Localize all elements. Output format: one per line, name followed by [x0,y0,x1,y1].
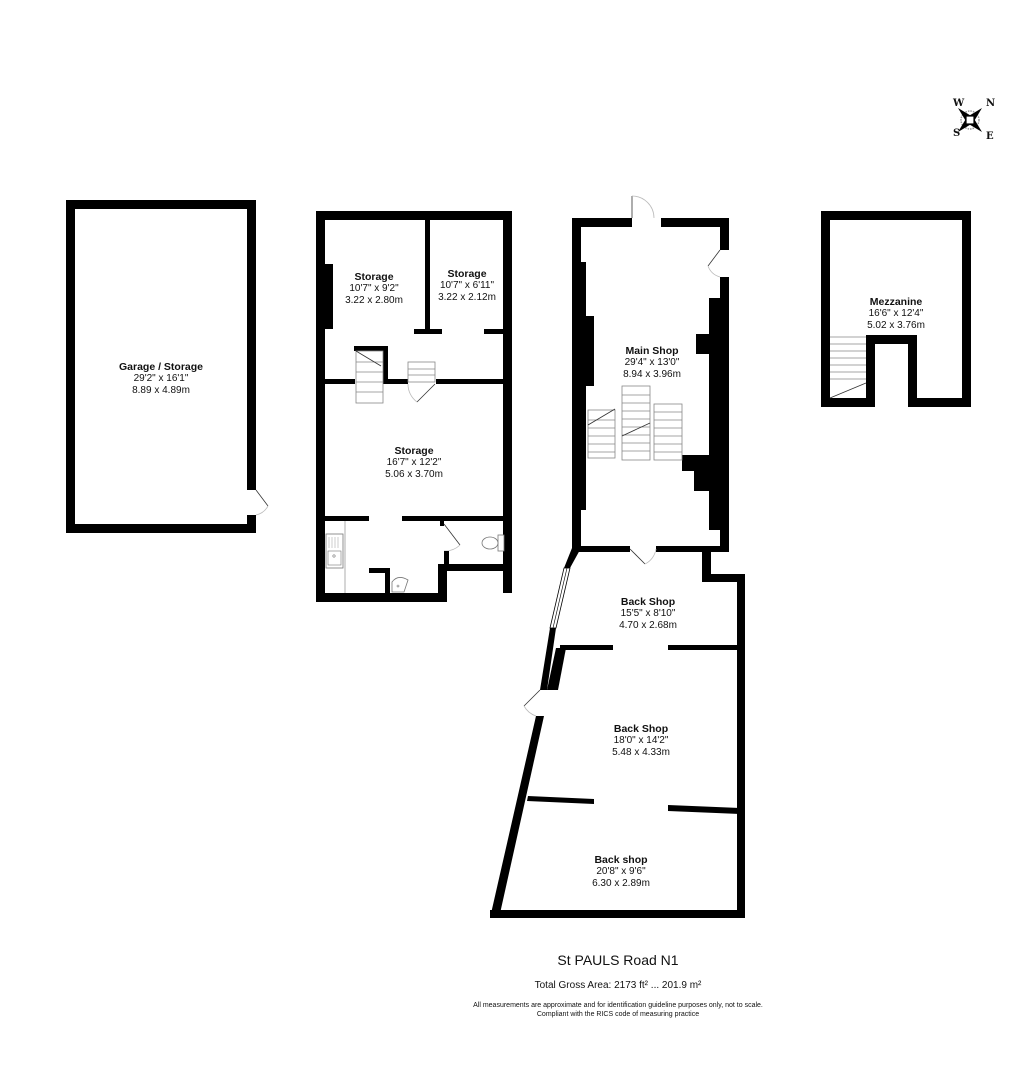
room-name: Back Shop [613,723,669,735]
room-label-mezzanine: Mezzanine 16'6" x 12'4" 5.02 x 3.76m [867,296,925,332]
room-label-back-shop-2: Back Shop 18'0" x 14'2" 5.48 x 4.33m [612,723,670,759]
compass-north-label: N [986,98,996,109]
room-name: Mezzanine [869,296,923,308]
room-label-storage-2: Storage 10'7" x 6'11" 3.22 x 2.12m [438,268,496,304]
room-label-back-shop-1: Back Shop 15'5" x 8'10" 4.70 x 2.68m [619,596,677,632]
room-metric: 8.94 x 3.96m [623,369,681,380]
total-gross-area: Total Gross Area: 2173 ft² ... 201.9 m² [534,980,702,991]
compass-south-label: S [953,128,961,139]
room-imperial: 29'4" x 13'0" [624,357,680,368]
room-name: Main Shop [625,345,679,357]
shop-walls [490,195,745,918]
room-metric: 5.06 x 3.70m [385,469,443,480]
storage-block-walls [316,211,512,602]
mezzanine-walls [821,211,971,407]
room-imperial: 10'7" x 6'11" [439,280,495,291]
room-label-main-shop: Main Shop 29'4" x 13'0" 8.94 x 3.96m [623,345,681,381]
room-metric: 8.89 x 4.89m [132,385,190,396]
room-metric: 6.30 x 2.89m [592,878,650,889]
room-metric: 3.22 x 2.12m [438,292,496,303]
room-imperial: 16'6" x 12'4" [868,308,924,319]
room-metric: 5.48 x 4.33m [612,747,670,758]
room-imperial: 29'2" x 16'1" [133,373,189,384]
disclaimer-line-1: All measurements are approximate and for… [473,1002,763,1009]
room-name: Garage / Storage [118,361,204,373]
room-label-storage-3: Storage 16'7" x 12'2" 5.06 x 3.70m [385,445,443,481]
room-name: Storage [394,445,434,457]
room-name: Storage [447,268,487,280]
room-metric: 3.22 x 2.80m [345,295,403,306]
compass-west-label: W [953,98,965,109]
compass-east-label: E [986,131,994,142]
room-metric: 5.02 x 3.76m [867,320,925,331]
room-imperial: 18'0" x 14'2" [613,735,669,746]
room-imperial: 20'8" x 9'6" [596,866,646,877]
room-name: Storage [354,271,394,283]
room-imperial: 10'7" x 9'2" [349,283,399,294]
room-imperial: 16'7" x 12'2" [386,457,442,468]
disclaimer-line-2: Compliant with the RICS code of measurin… [536,1011,700,1018]
room-name: Back Shop [620,596,676,608]
room-label-garage: Garage / Storage 29'2" x 16'1" 8.89 x 4.… [119,361,203,397]
garage-walls [66,200,269,533]
room-label-back-shop-3: Back shop 20'8" x 9'6" 6.30 x 2.89m [592,854,650,890]
plan-title: St PAULS Road N1 [557,952,679,968]
room-metric: 4.70 x 2.68m [619,620,677,631]
room-name: Back shop [594,854,648,866]
room-label-storage-1: Storage 10'7" x 9'2" 3.22 x 2.80m [345,271,403,307]
room-imperial: 15'5" x 8'10" [620,608,676,619]
compass-icon [958,108,982,132]
